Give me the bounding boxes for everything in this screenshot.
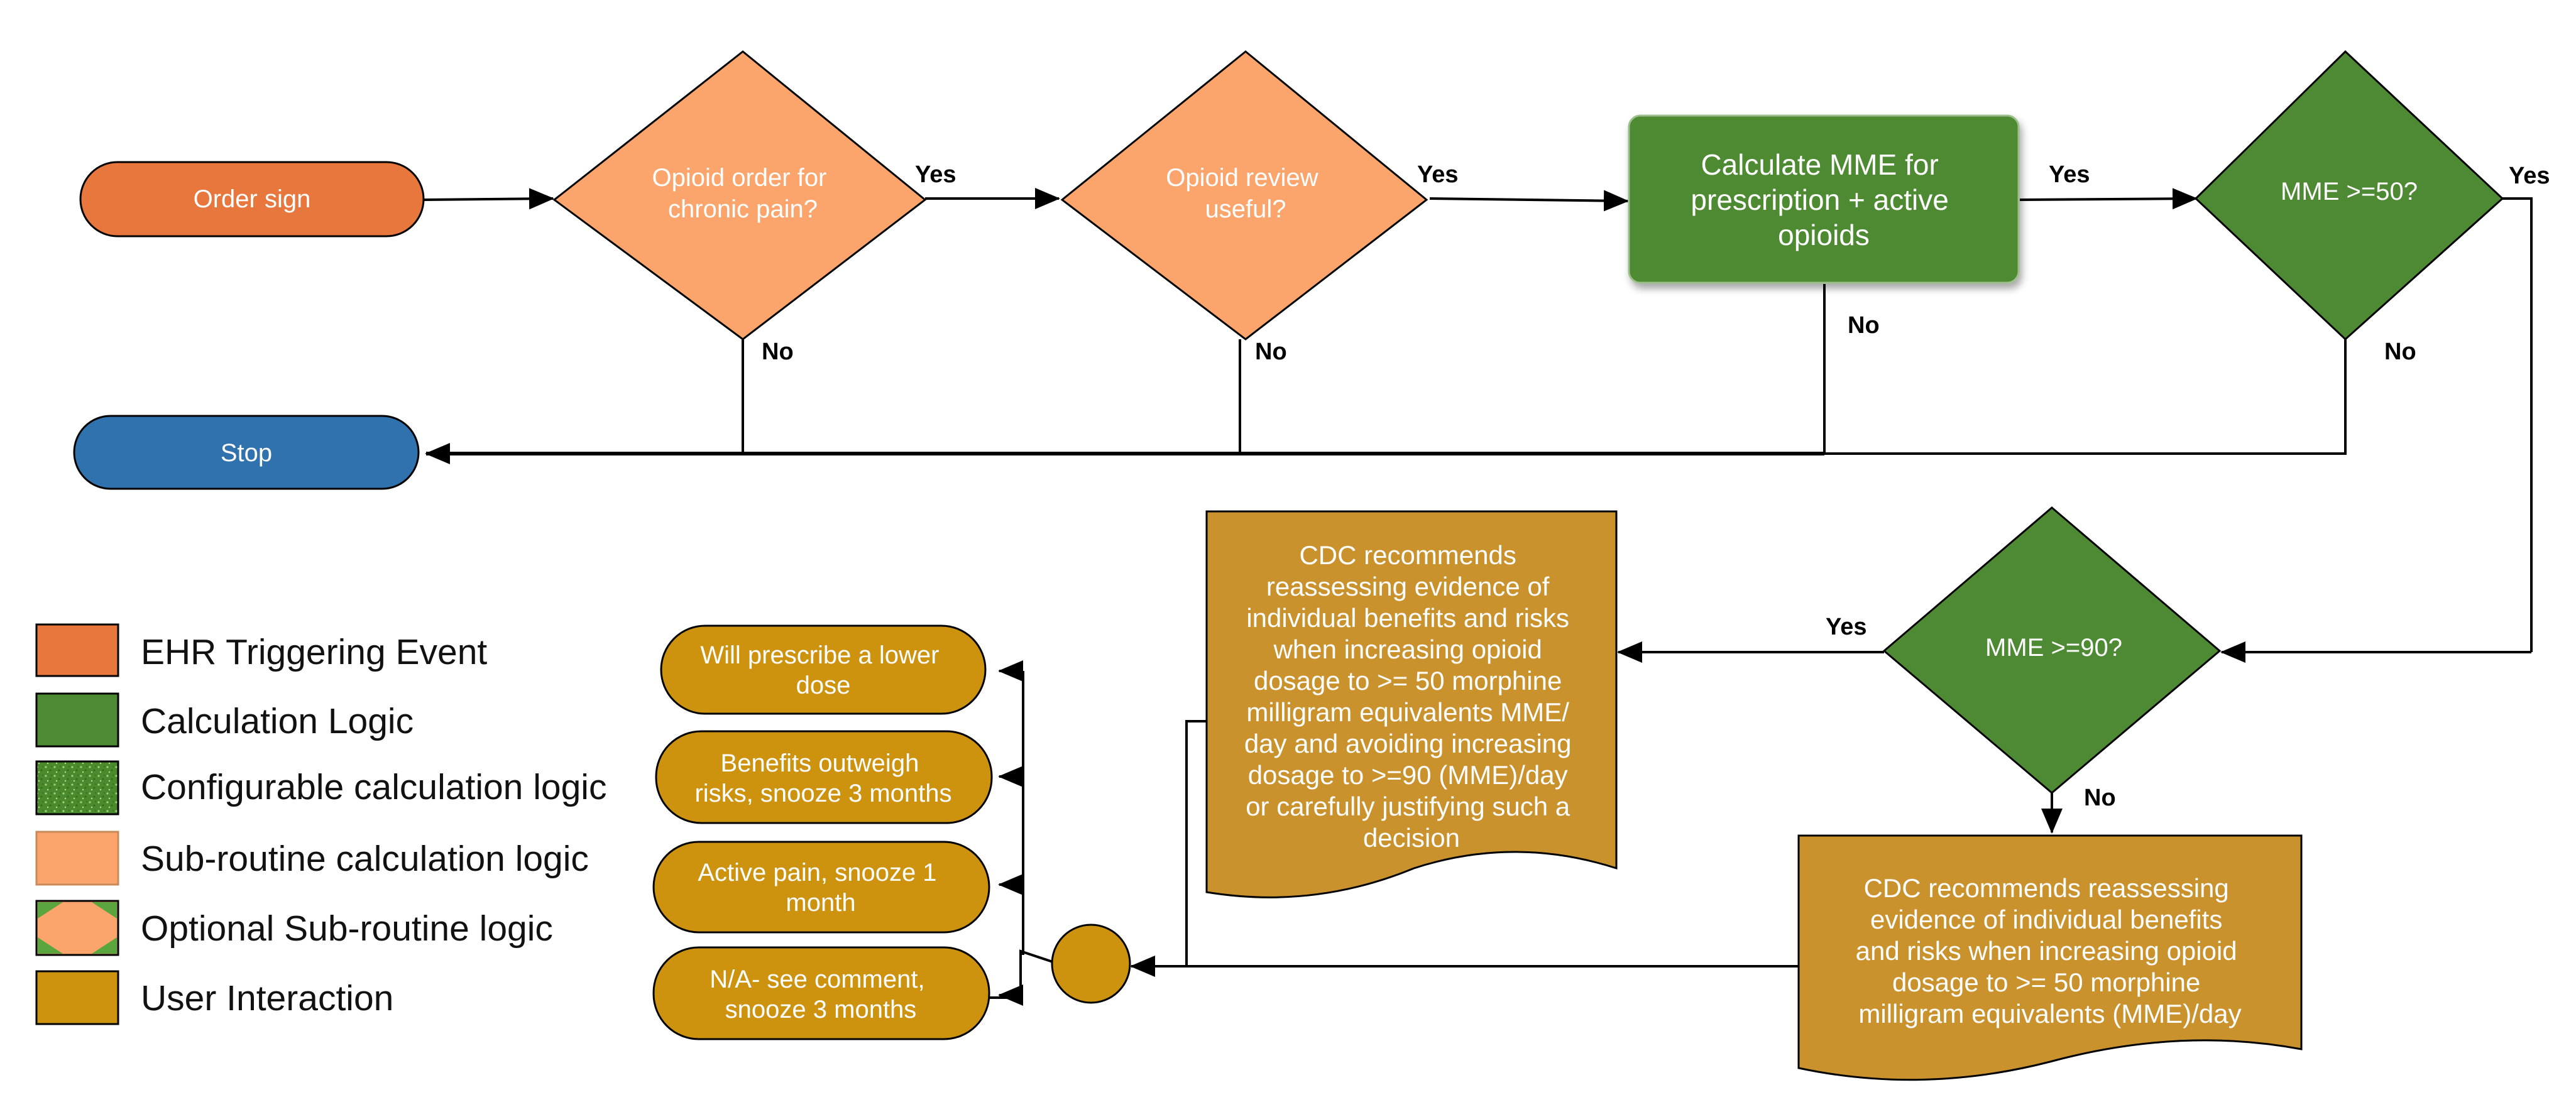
cdc-50-document: CDC recommends reassessing evidence of i… (1797, 834, 2303, 1081)
legend-swatch-accent (92, 937, 117, 954)
legend-swatch-accent (92, 902, 117, 918)
option-lower-dose-label: Will prescribe a lower dose (700, 641, 946, 699)
mme90-label: MME >=90? (1985, 634, 2122, 662)
legend-swatch (35, 760, 119, 815)
chronic-pain-decision: Opioid order for chronic pain? (552, 50, 927, 341)
option-benefits-outweigh[interactable]: Benefits outweigh risks, snooze 3 months (655, 730, 993, 824)
stop-label: Stop (221, 439, 272, 467)
chronic-pain-line-2: chronic pain? (668, 195, 818, 223)
option-na-comment[interactable]: N/A- see comment, snooze 3 months (652, 946, 990, 1040)
legend-label: EHR Triggering Event (141, 632, 487, 672)
legend-item-subroutine: Sub-routine calculation logic (35, 831, 589, 886)
yes-label: Yes (915, 161, 956, 188)
order-sign-label: Order sign (194, 185, 311, 213)
option-lower-dose[interactable]: Will prescribe a lower dose (660, 624, 987, 715)
cdc-90-line-9: or carefully justifying such a (1246, 792, 1570, 821)
yes-label: Yes (2049, 161, 2090, 188)
review-useful-line-1: Opioid review (1166, 164, 1318, 192)
order-sign-node: Order sign (79, 161, 425, 237)
cdc-90-line-7: day and avoiding increasing (1244, 729, 1572, 758)
no-label: No (762, 339, 794, 365)
legend: EHR Triggering Event Calculation Logic C… (35, 623, 606, 1025)
cdc-50-line-5: milligram equivalents (MME)/day (1858, 999, 2241, 1028)
chronic-pain-line-1: Opioid order for (652, 164, 826, 192)
no-label: No (2384, 339, 2416, 365)
junction-node (1051, 924, 1131, 1004)
no-label: No (1848, 312, 1880, 339)
yes-label: Yes (1826, 614, 1867, 640)
review-useful-line-2: useful? (1205, 195, 1286, 223)
calc-mme-line-2: prescription + active (1691, 183, 1948, 216)
calc-mme-line-3: opioids (1778, 219, 1870, 251)
cdc-90-line-2: reassessing evidence of (1266, 572, 1550, 601)
legend-swatch (35, 623, 119, 677)
legend-label: Calculation Logic (141, 701, 414, 741)
option-lower-dose-line-2: dose (796, 672, 851, 699)
cdc-90-line-5: dosage to >= 50 morphine (1254, 666, 1562, 695)
cdc-50-line-2: evidence of individual benefits (1870, 905, 2222, 934)
mme90-decision: MME >=90? (1882, 506, 2222, 794)
option-active-pain[interactable]: Active pain, snooze 1 month (652, 841, 990, 934)
option-benefits-outweigh-label: Benefits outweigh risks, snooze 3 months (694, 750, 951, 807)
legend-item-ehr: EHR Triggering Event (35, 623, 487, 677)
legend-swatch-accent (38, 937, 63, 954)
mme50-label: MME >=50? (2281, 178, 2418, 205)
mme50-decision: MME >=50? (2194, 50, 2504, 341)
cdc-90-text: CDC recommends reassessing evidence of i… (1244, 540, 1579, 853)
calc-mme-node: Calculate MME for prescription + active … (1628, 114, 2020, 284)
legend-label: Sub-routine calculation logic (141, 839, 589, 879)
option-active-pain-line-1: Active pain, snooze 1 (698, 859, 936, 886)
no-label: No (1255, 339, 1287, 365)
cdc-90-line-6: milligram equivalents MME/ (1246, 697, 1569, 727)
chronic-pain-label: Opioid order for chronic pain? (652, 164, 833, 223)
option-benefits-outweigh-line-2: risks, snooze 3 months (694, 780, 951, 807)
cdc-50-line-1: CDC recommends reassessing (1864, 873, 2229, 903)
cdc-50-text: CDC recommends reassessing evidence of i… (1856, 873, 2245, 1028)
calc-mme-label: Calculate MME for prescription + active … (1691, 148, 1956, 251)
option-active-pain-line-2: month (786, 889, 855, 917)
cdc-90-line-10: decision (1363, 823, 1460, 853)
connectors (423, 188, 2533, 1006)
legend-label: Optional Sub-routine logic (141, 908, 553, 949)
cdc-50-line-4: dosage to >= 50 morphine (1892, 968, 2200, 997)
option-benefits-outweigh-line-1: Benefits outweigh (721, 750, 919, 777)
option-na-comment-line-2: snooze 3 months (725, 996, 917, 1023)
yes-label: Yes (2509, 163, 2550, 189)
option-lower-dose-line-1: Will prescribe a lower (700, 641, 939, 669)
legend-item-user: User Interaction (35, 970, 393, 1025)
stop-node: Stop (73, 415, 420, 490)
legend-swatch (35, 831, 119, 886)
legend-swatch (35, 692, 119, 748)
legend-label: User Interaction (141, 978, 393, 1018)
cdc-90-document: CDC recommends reassessing evidence of i… (1205, 510, 1618, 898)
option-na-comment-label: N/A- see comment, snooze 3 months (710, 966, 931, 1023)
yes-label: Yes (1417, 161, 1459, 188)
no-label: No (2084, 785, 2116, 811)
cdc-90-line-1: CDC recommends (1299, 540, 1516, 570)
legend-item-calc: Calculation Logic (35, 692, 414, 748)
review-useful-label: Opioid review useful? (1166, 164, 1325, 223)
calc-mme-line-1: Calculate MME for (1701, 148, 1938, 181)
review-useful-decision: Opioid review useful? (1060, 50, 1428, 341)
legend-swatch (35, 970, 119, 1025)
legend-label: Configurable calculation logic (141, 767, 606, 807)
option-active-pain-label: Active pain, snooze 1 month (698, 859, 943, 917)
cdc-90-line-4: when increasing opioid (1273, 635, 1542, 664)
cdc-50-line-3: and risks when increasing opioid (1856, 936, 2237, 966)
legend-item-configurable: Configurable calculation logic (35, 760, 606, 815)
legend-swatch-accent (38, 902, 63, 918)
legend-item-optional: Optional Sub-routine logic (35, 900, 553, 956)
edge-labels: Yes No Yes No Yes No Yes No Yes No (762, 161, 2550, 811)
option-na-comment-line-1: N/A- see comment, (710, 966, 924, 993)
cdc-90-line-8: dosage to >=90 (MME)/day (1248, 760, 1568, 790)
cdc-90-line-3: individual benefits and risks (1246, 603, 1569, 633)
